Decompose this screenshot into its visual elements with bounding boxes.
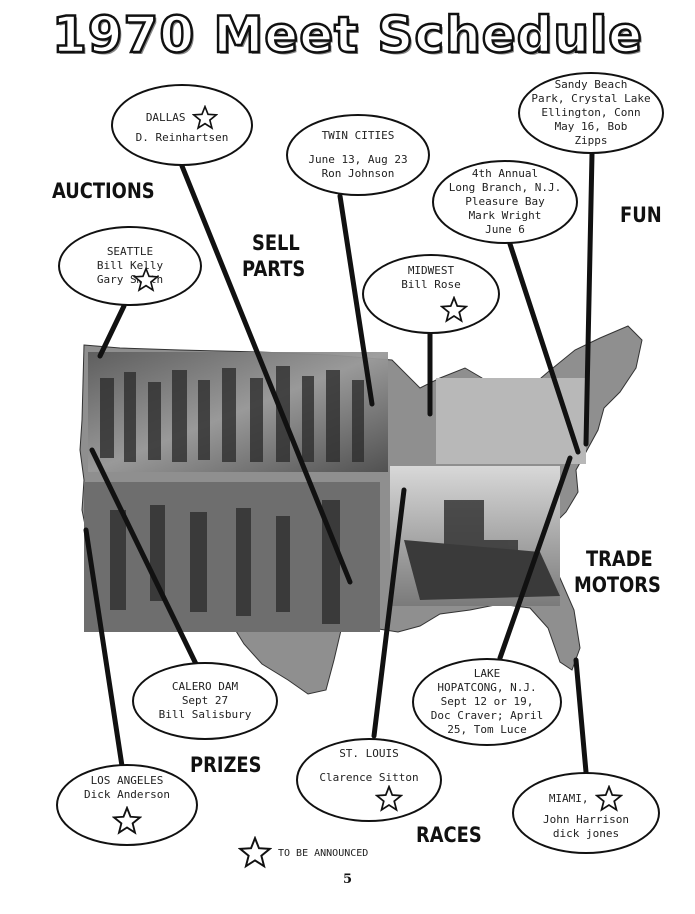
word-fun: FUN	[620, 203, 662, 227]
meet-date: Sept 27	[181, 694, 229, 707]
meet-contact: 25, Tom Luce	[447, 723, 527, 736]
meet-location: Park, Crystal Lake	[531, 92, 651, 105]
word-trade: TRADE	[586, 547, 653, 571]
meet-oval-long-branch: 4th Annual Long Branch, N.J. Pleasure Ba…	[432, 160, 578, 244]
meet-location: MIDWEST	[407, 264, 455, 277]
meet-date: June 13, Aug 23	[308, 153, 408, 166]
star-outline-icon	[238, 836, 272, 869]
meet-contact: Doc Craver; April	[430, 709, 544, 722]
word-motors: MOTORS	[574, 573, 661, 597]
meet-date: May 16, Bob	[554, 120, 628, 133]
meet-location: TWIN CITIES	[321, 129, 395, 142]
meet-location: MIAMI,	[549, 784, 624, 813]
meet-oval-seattle: SEATTLE Bill Kelly Gary Smith	[58, 226, 202, 306]
meet-contact: Zipps	[574, 134, 608, 147]
word-parts: PARTS	[242, 257, 306, 281]
meet-contact: Bill Salisbury	[158, 708, 252, 721]
meet-contact: John Harrison	[542, 813, 630, 826]
meet-location: DALLAS	[146, 105, 219, 131]
meet-contact: dick jones	[552, 827, 620, 840]
meet-location: Pleasure Bay	[465, 195, 545, 208]
boat-hull	[404, 540, 560, 600]
meet-location: Sandy Beach	[554, 78, 628, 91]
star-outline-icon	[112, 806, 142, 835]
meet-contact: Ron Johnson	[321, 167, 395, 180]
meet-location: SEATTLE	[106, 245, 154, 258]
meet-date: June 6	[485, 223, 525, 236]
meet-contact: Gary Smith	[97, 267, 163, 292]
page-number: 5	[342, 872, 353, 887]
meet-oval-st-louis: ST. LOUIS Clarence Sitton	[296, 738, 442, 822]
star-outline-icon	[192, 105, 219, 130]
meet-location: CALERO DAM	[171, 680, 239, 693]
meet-contact: Bill Rose	[401, 278, 461, 291]
star-outline-icon	[594, 784, 624, 812]
meet-title: 4th Annual	[471, 167, 539, 180]
meet-location: Long Branch, N.J.	[448, 181, 562, 194]
meet-oval-midwest: MIDWEST Bill Rose	[362, 254, 500, 334]
meet-contact: Dick Anderson	[83, 788, 171, 801]
meet-contact: D. Reinhartsen	[135, 131, 229, 144]
meet-date: Sept 12 or 19,	[440, 695, 534, 708]
word-sell: SELL	[252, 231, 300, 255]
meet-oval-miami: MIAMI, John Harrison dick jones	[512, 772, 660, 854]
legend: TO BE ANNOUNCED	[238, 836, 368, 870]
meet-oval-lake-hopatcong: LAKE HOPATCONG, N.J. Sept 12 or 19, Doc …	[412, 658, 562, 746]
word-auctions: AUCTIONS	[52, 179, 155, 203]
meet-location: Ellington, Conn	[541, 106, 641, 119]
pointer-lines	[83, 151, 595, 775]
meet-oval-sandy-beach: Sandy Beach Park, Crystal Lake Ellington…	[518, 72, 664, 154]
legend-text: TO BE ANNOUNCED	[278, 847, 369, 859]
meet-contact: Mark Wright	[468, 209, 542, 222]
photo-boat-race	[436, 378, 586, 464]
meet-location: LAKE	[473, 667, 501, 680]
star-outline-icon	[375, 785, 403, 812]
meet-oval-dallas: DALLAS D. Reinhartsen	[111, 84, 253, 166]
word-prizes: PRIZES	[190, 753, 262, 777]
meet-location: ST. LOUIS	[339, 747, 399, 760]
page-title: 1970 Meet Schedule	[51, 5, 644, 66]
star-outline-icon	[132, 267, 159, 292]
meet-location: LOS ANGELES	[90, 774, 164, 787]
meet-oval-twin-cities: TWIN CITIES June 13, Aug 23 Ron Johnson	[286, 114, 430, 196]
word-races: RACES	[416, 823, 482, 847]
star-outline-icon	[440, 296, 468, 323]
meet-location: HOPATCONG, N.J.	[437, 681, 537, 694]
meet-contact: Clarence Sitton	[319, 771, 419, 784]
meet-oval-los-angeles: LOS ANGELES Dick Anderson	[56, 764, 198, 846]
meet-oval-calero-dam: CALERO DAM Sept 27 Bill Salisbury	[132, 662, 278, 740]
